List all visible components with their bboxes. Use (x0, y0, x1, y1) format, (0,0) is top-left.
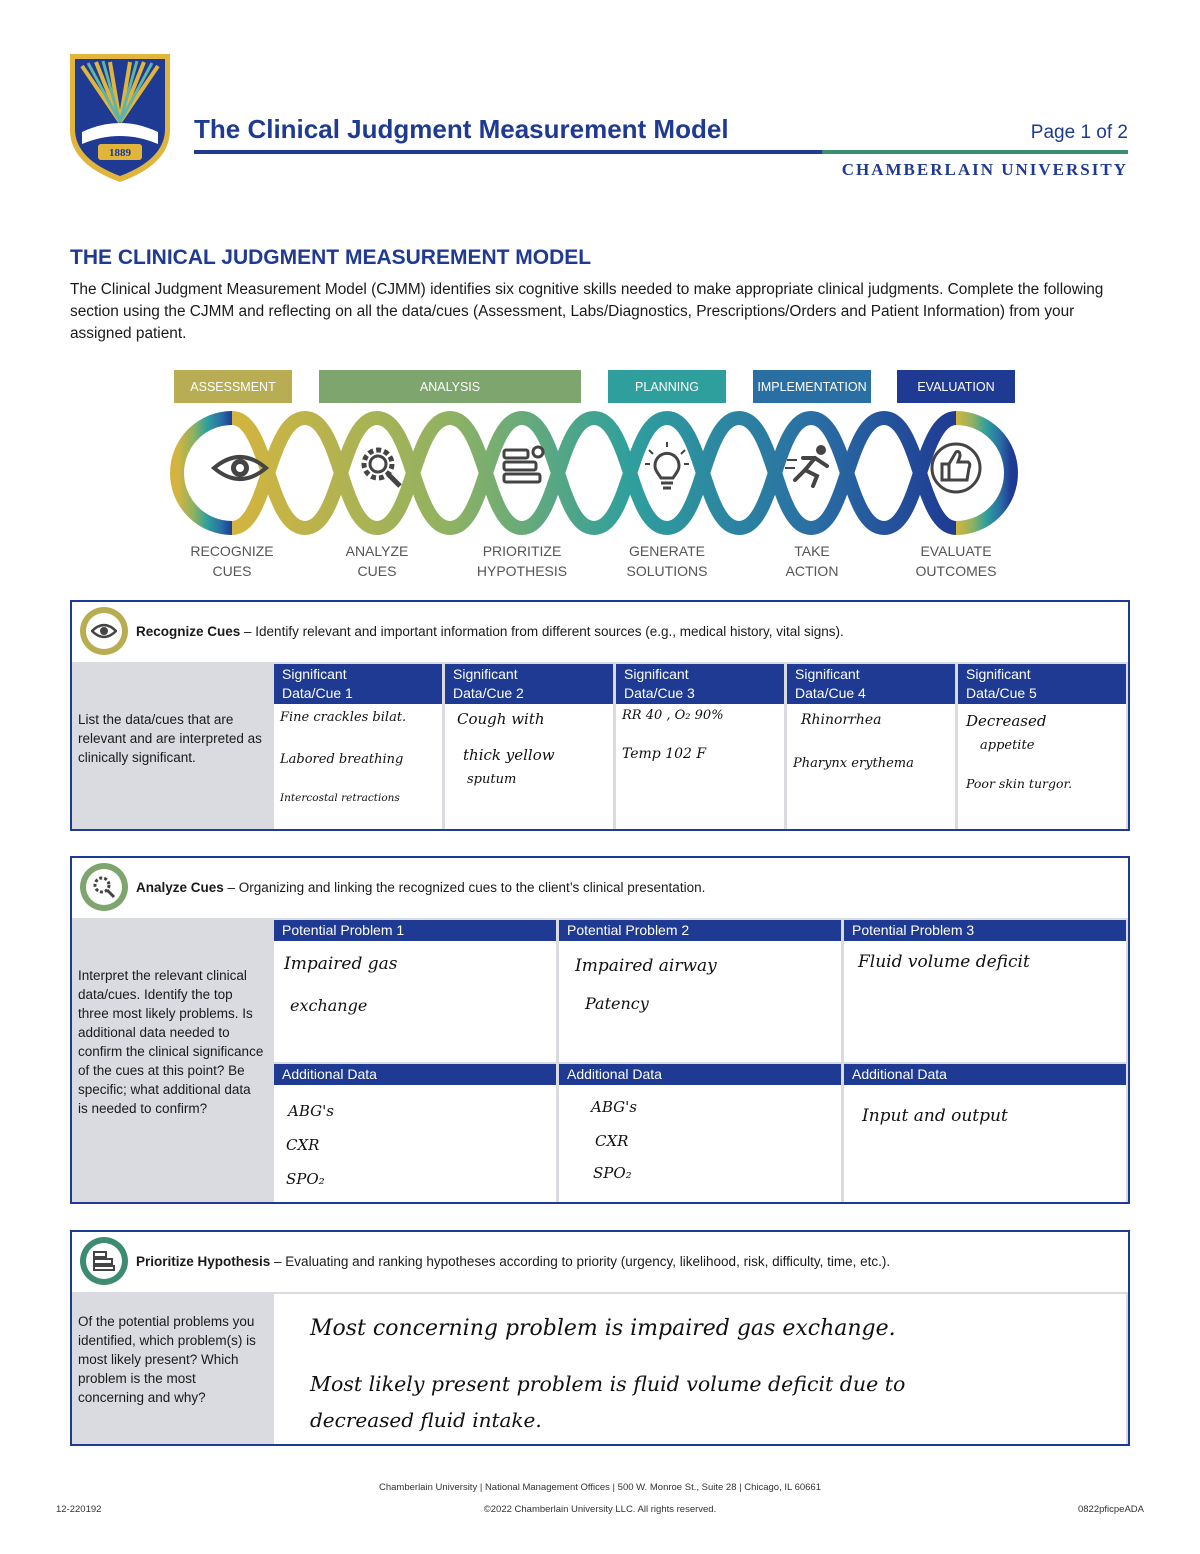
additional-data-column-2: Additional Data ABG's CXR SPO₂ (559, 1064, 841, 1202)
runner-icon (785, 445, 829, 488)
analyze-cues-prompt: Interpret the relevant clinical data/cue… (78, 968, 264, 1116)
magnifier-gear-icon (361, 447, 402, 488)
prioritize-hypothesis-description: Prioritize Hypothesis – Evaluating and r… (136, 1254, 891, 1269)
prioritize-hypothesis-prompt: Of the potential problems you identified… (78, 1314, 256, 1405)
problem-header: Potential Problem 2 (559, 920, 841, 941)
footer-code-left: 12-220192 (56, 1504, 102, 1515)
list-icon (80, 1237, 128, 1285)
list-icon (502, 445, 545, 484)
document-title: The Clinical Judgment Measurement Model (194, 114, 729, 144)
problem-column-2: Potential Problem 2 Impaired airway Pate… (559, 920, 841, 1062)
magnifier-gear-icon (80, 863, 128, 911)
problem-column-3: Potential Problem 3 Fluid volume deficit (844, 920, 1126, 1062)
phase-planning: PLANNING (608, 370, 726, 403)
additional-data-header: Additional Data (559, 1064, 841, 1085)
crest-year: 1889 (109, 147, 132, 159)
additional-data-header: Additional Data (274, 1064, 556, 1085)
additional-data-column-3: Additional Data Input and output (844, 1064, 1126, 1202)
footer-address: Chamberlain University | National Manage… (379, 1482, 821, 1493)
phase-assessment: ASSESSMENT (174, 370, 292, 403)
prioritize-hypothesis-section: Prioritize Hypothesis – Evaluating and r… (70, 1230, 1130, 1446)
prioritize-answer-area: Most concerning problem is impaired gas … (274, 1294, 1126, 1444)
university-wordmark: CHAMBERLAIN UNIVERSITY (841, 160, 1128, 179)
problem-header: Potential Problem 3 (844, 920, 1126, 941)
recognize-cues-prompt: List the data/cues that are relevant and… (78, 712, 262, 765)
section-heading: THE CLINICAL JUDGMENT MEASUREMENT MODEL (70, 246, 592, 269)
lightbulb-icon (645, 442, 689, 490)
cjmm-cycle-diagram (170, 410, 1018, 536)
phase-analysis: ANALYSIS (319, 370, 581, 403)
problem-header: Potential Problem 1 (274, 920, 556, 941)
analyze-cues-section: Analyze Cues – Organizing and linking th… (70, 856, 1130, 1204)
thumbs-up-icon (930, 442, 982, 494)
footer-copyright: ©2022 Chamberlain University LLC. All ri… (483, 1504, 717, 1515)
footer-code-right: 0822pficpeADA (1077, 1504, 1144, 1515)
additional-data-header: Additional Data (844, 1064, 1126, 1085)
eye-icon (80, 607, 128, 655)
recognize-cues-section: Recognize Cues – Identify relevant and i… (70, 600, 1130, 831)
phase-evaluation: EVALUATION (897, 370, 1015, 403)
eye-icon (210, 455, 270, 481)
analyze-cues-description: Analyze Cues – Organizing and linking th… (136, 880, 706, 895)
header-rule (194, 150, 1128, 154)
university-crest-logo: 1889 (70, 54, 170, 182)
intro-paragraph: The Clinical Judgment Measurement Model … (70, 281, 1104, 342)
phase-implementation: IMPLEMENTATION (753, 370, 871, 403)
page-number: Page 1 of 2 (1030, 122, 1128, 143)
recognize-cues-description: Recognize Cues – Identify relevant and i… (136, 624, 844, 639)
problem-column-1: Potential Problem 1 Impaired gas exchang… (274, 920, 556, 1062)
additional-data-column-1: Additional Data ABG's CXR SPO₂ (274, 1064, 556, 1202)
